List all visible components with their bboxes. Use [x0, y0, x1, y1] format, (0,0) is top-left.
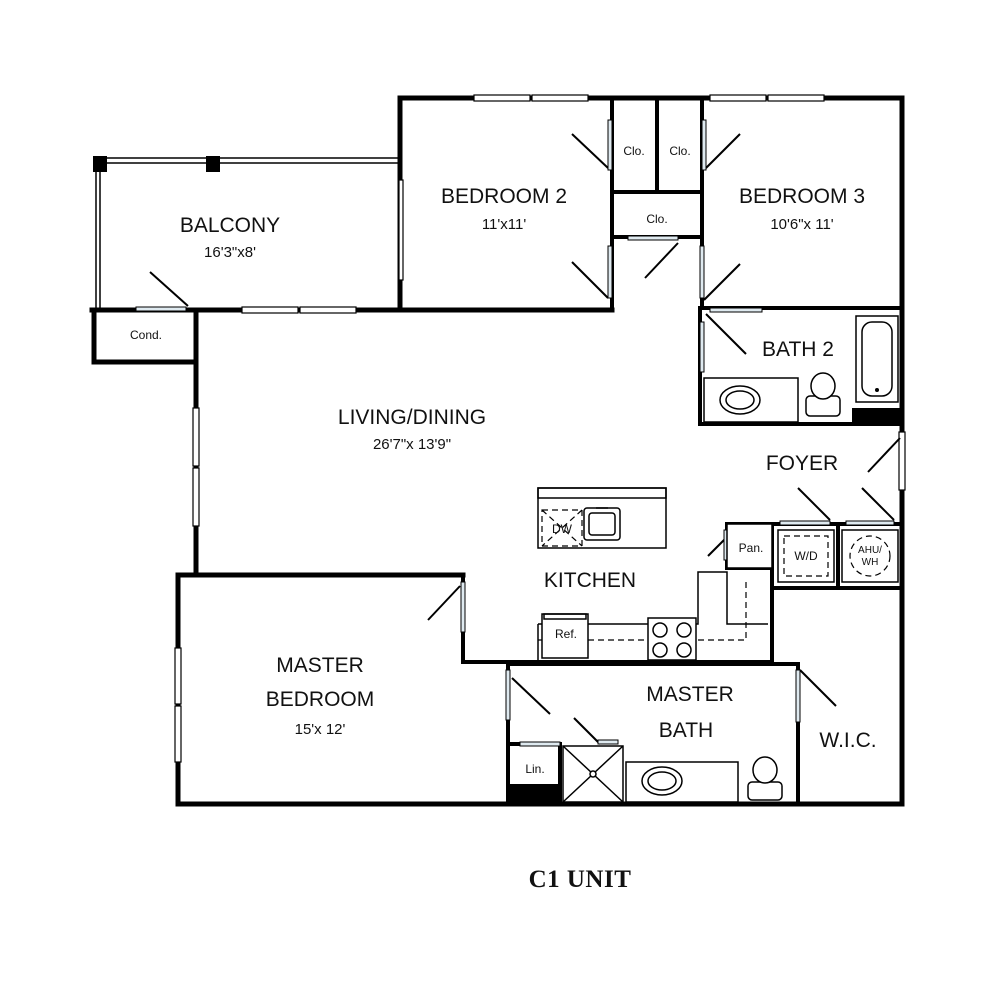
unit-title: C1 UNIT — [528, 866, 632, 893]
balcony-railing — [93, 156, 404, 308]
balcony-size: 16'3"x8' — [204, 244, 256, 261]
bedroom2-size: 11'x11' — [482, 216, 527, 233]
master-bath-label-1: MASTER — [646, 683, 734, 706]
fixture-labels: Clo. Clo. Clo. Cond. Pan. W/D AHU/ WH DW… — [130, 144, 882, 776]
bedroom3-label: BEDROOM 3 — [739, 185, 865, 208]
balcony-label: BALCONY — [180, 214, 280, 237]
master-bedroom-size: 15'x 12' — [295, 721, 346, 738]
closet-3-label: Clo. — [646, 212, 667, 226]
master-bedroom-label-1: MASTER — [276, 654, 364, 677]
condenser-label: Cond. — [130, 328, 162, 342]
foyer-label: FOYER — [766, 452, 838, 475]
wic-label: W.I.C. — [819, 729, 876, 752]
master-bedroom-label-2: BEDROOM — [266, 688, 375, 711]
closet-2-label: Clo. — [669, 144, 690, 158]
room-labels: BALCONY 16'3"x8' BEDROOM 2 11'x11' BEDRO… — [180, 185, 877, 752]
fixtures — [537, 315, 899, 803]
pantry-label: Pan. — [739, 541, 764, 555]
closet-1-label: Clo. — [623, 144, 644, 158]
ahu-label-1: AHU/ — [858, 545, 882, 556]
bath2-label: BATH 2 — [762, 338, 834, 361]
refrigerator-label: Ref. — [555, 627, 577, 641]
linen-label: Lin. — [525, 762, 544, 776]
bedroom3-size: 10'6"x 11' — [770, 216, 833, 233]
dishwasher-label: DW — [552, 522, 573, 536]
kitchen-label: KITCHEN — [544, 569, 636, 592]
master-bath-label-2: BATH — [659, 719, 713, 742]
windows — [174, 94, 906, 763]
doors — [135, 119, 901, 747]
ahu-label-2: WH — [862, 557, 879, 568]
washer-dryer-label: W/D — [794, 549, 818, 563]
living-size: 26'7"x 13'9" — [373, 436, 451, 453]
bedroom2-label: BEDROOM 2 — [441, 185, 567, 208]
living-label: LIVING/DINING — [338, 406, 486, 429]
